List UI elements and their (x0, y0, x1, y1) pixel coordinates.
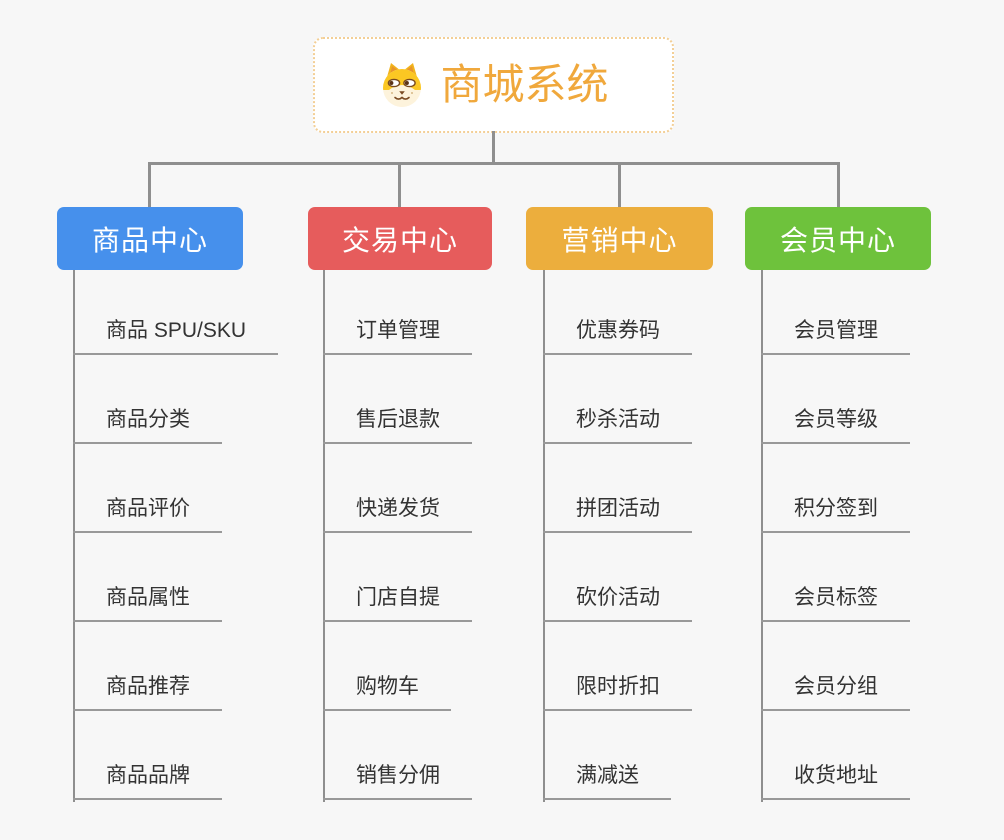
leaf-node[interactable]: 积分签到 (761, 444, 910, 533)
connector-horizontal (148, 162, 840, 165)
leaf-node[interactable]: 售后退款 (323, 355, 472, 444)
leaf-label: 积分签到 (761, 496, 910, 533)
leaf-label: 门店自提 (323, 585, 472, 622)
leaf-node[interactable]: 优惠券码 (543, 270, 692, 355)
leaf-node[interactable]: 商品分类 (73, 355, 278, 444)
leaf-label: 商品评价 (73, 496, 222, 533)
leaf-node[interactable]: 砍价活动 (543, 533, 692, 622)
leaf-node[interactable]: 会员等级 (761, 355, 910, 444)
branch-spine-member (761, 270, 763, 802)
leaf-node[interactable]: 快递发货 (323, 444, 472, 533)
leaf-label: 收货地址 (761, 763, 910, 800)
branch-spine-product (73, 270, 75, 802)
leaf-label: 会员分组 (761, 674, 910, 711)
leaf-node[interactable]: 购物车 (323, 622, 472, 711)
leaf-node[interactable]: 门店自提 (323, 533, 472, 622)
leaf-node[interactable]: 拼团活动 (543, 444, 692, 533)
leaf-node[interactable]: 会员分组 (761, 622, 910, 711)
leaf-label: 满减送 (543, 763, 671, 800)
leaf-node[interactable]: 商品推荐 (73, 622, 278, 711)
leaf-node[interactable]: 商品属性 (73, 533, 278, 622)
leaf-node[interactable]: 会员标签 (761, 533, 910, 622)
leaf-node[interactable]: 商品 SPU/SKU (73, 270, 279, 355)
leaf-label: 购物车 (323, 674, 451, 711)
leaf-label: 商品 SPU/SKU (73, 318, 279, 355)
leaf-label: 拼团活动 (543, 496, 692, 533)
leaf-label: 商品分类 (73, 407, 222, 444)
branch-spine-marketing (543, 270, 545, 802)
connector-drop-marketing (618, 163, 621, 207)
leaf-column-member: 会员管理 会员等级 积分签到 会员标签 会员分组 收货地址 (761, 270, 910, 800)
leaf-node[interactable]: 满减送 (543, 711, 692, 800)
leaf-label: 商品属性 (73, 585, 222, 622)
leaf-label: 售后退款 (323, 407, 472, 444)
leaf-column-product: 商品 SPU/SKU 商品分类 商品评价 商品属性 商品推荐 商品品牌 (73, 270, 279, 800)
dog-face-icon (383, 63, 422, 107)
leaf-node[interactable]: 秒杀活动 (543, 355, 692, 444)
root-node-mall-system[interactable]: 商城系统 (313, 37, 674, 133)
leaf-label: 快递发货 (323, 496, 472, 533)
leaf-label: 会员管理 (761, 318, 910, 355)
leaf-label: 销售分佣 (323, 763, 472, 800)
leaf-node[interactable]: 商品品牌 (73, 711, 278, 800)
leaf-column-marketing: 优惠券码 秒杀活动 拼团活动 砍价活动 限时折扣 满减送 (543, 270, 692, 800)
connector-drop-product (148, 163, 151, 207)
leaf-node[interactable]: 销售分佣 (323, 711, 472, 800)
branch-spine-trade (323, 270, 325, 802)
leaf-label: 会员等级 (761, 407, 910, 444)
leaf-node[interactable]: 限时折扣 (543, 622, 692, 711)
leaf-label: 秒杀活动 (543, 407, 692, 444)
leaf-label: 优惠券码 (543, 318, 692, 355)
leaf-label: 砍价活动 (543, 585, 692, 622)
leaf-node[interactable]: 商品评价 (73, 444, 278, 533)
leaf-label: 商品推荐 (73, 674, 222, 711)
branch-node-member-center[interactable]: 会员中心 (745, 207, 931, 270)
leaf-node[interactable]: 会员管理 (761, 270, 910, 355)
leaf-label: 限时折扣 (543, 674, 692, 711)
leaf-node[interactable]: 收货地址 (761, 711, 910, 800)
root-title: 商城系统 (440, 61, 609, 108)
leaf-label: 商品品牌 (73, 763, 222, 800)
leaf-column-trade: 订单管理 售后退款 快递发货 门店自提 购物车 销售分佣 (323, 270, 472, 800)
leaf-label: 订单管理 (323, 318, 472, 355)
connector-drop-trade (398, 163, 401, 207)
connector-drop-member (837, 163, 840, 207)
leaf-label: 会员标签 (761, 585, 910, 622)
branch-node-marketing-center[interactable]: 营销中心 (526, 207, 713, 270)
branch-node-product-center[interactable]: 商品中心 (57, 207, 243, 270)
branch-node-trade-center[interactable]: 交易中心 (308, 207, 492, 270)
leaf-node[interactable]: 订单管理 (323, 270, 472, 355)
connector-root-stub (492, 131, 495, 163)
